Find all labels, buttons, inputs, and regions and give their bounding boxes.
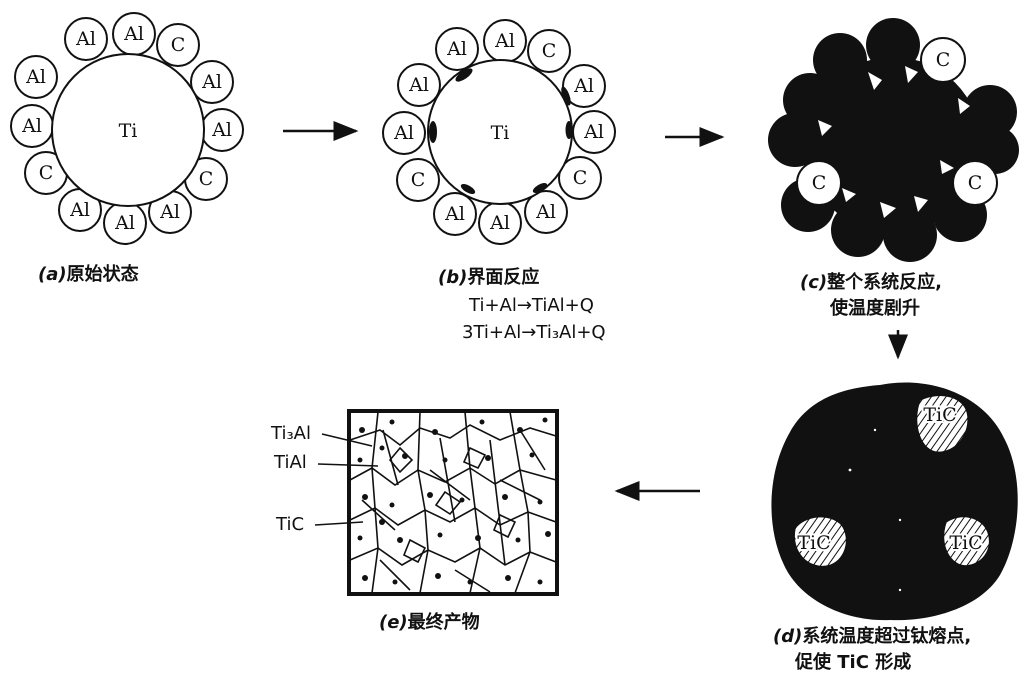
panel-a-core-label: Ti [119,120,138,142]
panel-b-ring-label: Al [535,201,556,223]
panel-d-ring-label: TiC [797,532,830,554]
panel-b-ring-label: C [411,169,426,191]
panel-a-ring-label: Al [123,23,144,45]
panel-d-caption: (d)系统温度超过钛熔点, [773,625,971,647]
panel-b-reaction-spots [429,68,573,195]
panel-e-tag: (e) [379,612,408,633]
panel-c: C C C (c)整个系统反应, 使温度剧升 [768,18,1019,319]
panel-c-caption-line: 使温度剧升 [829,297,920,319]
panel-b-ring-label: Al [489,212,510,234]
label-tial: TiAl [273,452,307,473]
panel-b-caption: (b)界面反应 [438,266,539,288]
panel-e-caption-text: 最终产物 [408,611,480,633]
leader-ti3al [321,433,373,447]
panel-b-ring-label: Al [408,74,429,96]
label-ti3al: Ti₃Al [270,423,311,444]
panel-a-caption: (a)原始状态 [38,263,139,285]
panel-a-caption-text: 原始状态 [67,263,139,285]
panel-a-ring-label: Al [159,201,180,223]
panel-e-grains [349,411,557,594]
panel-a-ring-label: Al [21,115,42,137]
panel-a-ring-label: Al [114,212,135,234]
panel-d-ring: TiC TiC TiC [793,394,991,568]
panel-d-tag: (d) [773,626,802,647]
panel-c-ring: C C C [796,37,998,206]
panel-a-ring-label: Al [69,199,90,221]
panel-b-ring: Al Al Al C Al Al C Al Al Al C Al [382,19,616,245]
panel-a-ring: Al Al Al C Al Al C Al Al Al C Al [10,12,244,245]
panel-a-tag: (a) [38,264,67,285]
panel-b: Al Al Al C Al Al C Al Al Al C Al Ti (b)界… [382,19,616,343]
panel-a-ring-label: C [199,168,214,190]
panel-d-ring-label: TiC [923,404,956,426]
panel-a-ring-label: C [39,162,54,184]
panel-c-ring-label: C [812,172,827,194]
label-tic: TiC [275,514,304,535]
panel-a-ring-label: Al [211,119,232,141]
panel-c-caption-line: 整个系统反应, [826,271,942,293]
panel-a: Al Al Al C Al Al C Al Al Al C Al Ti (a)原… [10,12,244,285]
panel-b-caption-text: 界面反应 [467,266,539,288]
leader-tial [317,463,379,467]
panel-c-ring-label: C [968,172,983,194]
panel-a-ring-label: C [171,34,186,56]
panel-d-caption-line: 系统温度超过钛熔点, [802,625,971,647]
panel-b-ring-label: Al [573,75,594,97]
panel-d-ring-label: TiC [949,532,982,554]
panel-a-ring-label: Al [201,71,222,93]
panel-e-tic-particles [357,417,551,585]
panel-b-ring-label: Al [583,121,604,143]
panel-a-ti-core [51,53,205,207]
panel-b-ring-label: Al [446,38,467,60]
panel-a-ring-label: Al [75,28,96,50]
panel-b-core-label: Ti [491,122,510,144]
panel-b-ring-label: C [542,40,557,62]
panel-b-ring-label: Al [494,30,515,52]
panel-d-caption-line: 促使 TiC 形成 [794,651,911,673]
panel-c-ring-label: C [936,49,951,71]
panel-c-caption: (c)整个系统反应, [800,271,942,293]
panel-c-voids [818,66,970,218]
panel-b-ring-label: C [573,167,588,189]
leader-tic [314,521,364,526]
panel-e: Ti₃Al TiAl TiC (e)最终产物 [270,409,559,633]
panel-d: TiC TiC TiC (d)系统温度超过钛熔点, 促使 TiC 形成 [771,382,1018,673]
panel-a-ring-label: Al [25,66,46,88]
panel-c-tag: (c) [800,272,827,293]
panel-c-reacting-mass [768,18,1019,262]
panel-d-molten-mass [771,382,1018,621]
equation-tial: Ti+Al→TiAl+Q [468,295,594,316]
panel-b-ring-label: Al [393,122,414,144]
panel-e-caption: (e)最终产物 [379,611,480,633]
equation-ti3al: 3Ti+Al→Ti₃Al+Q [462,322,606,343]
panel-b-ring-label: Al [444,203,465,225]
panel-b-tag: (b) [438,267,467,288]
